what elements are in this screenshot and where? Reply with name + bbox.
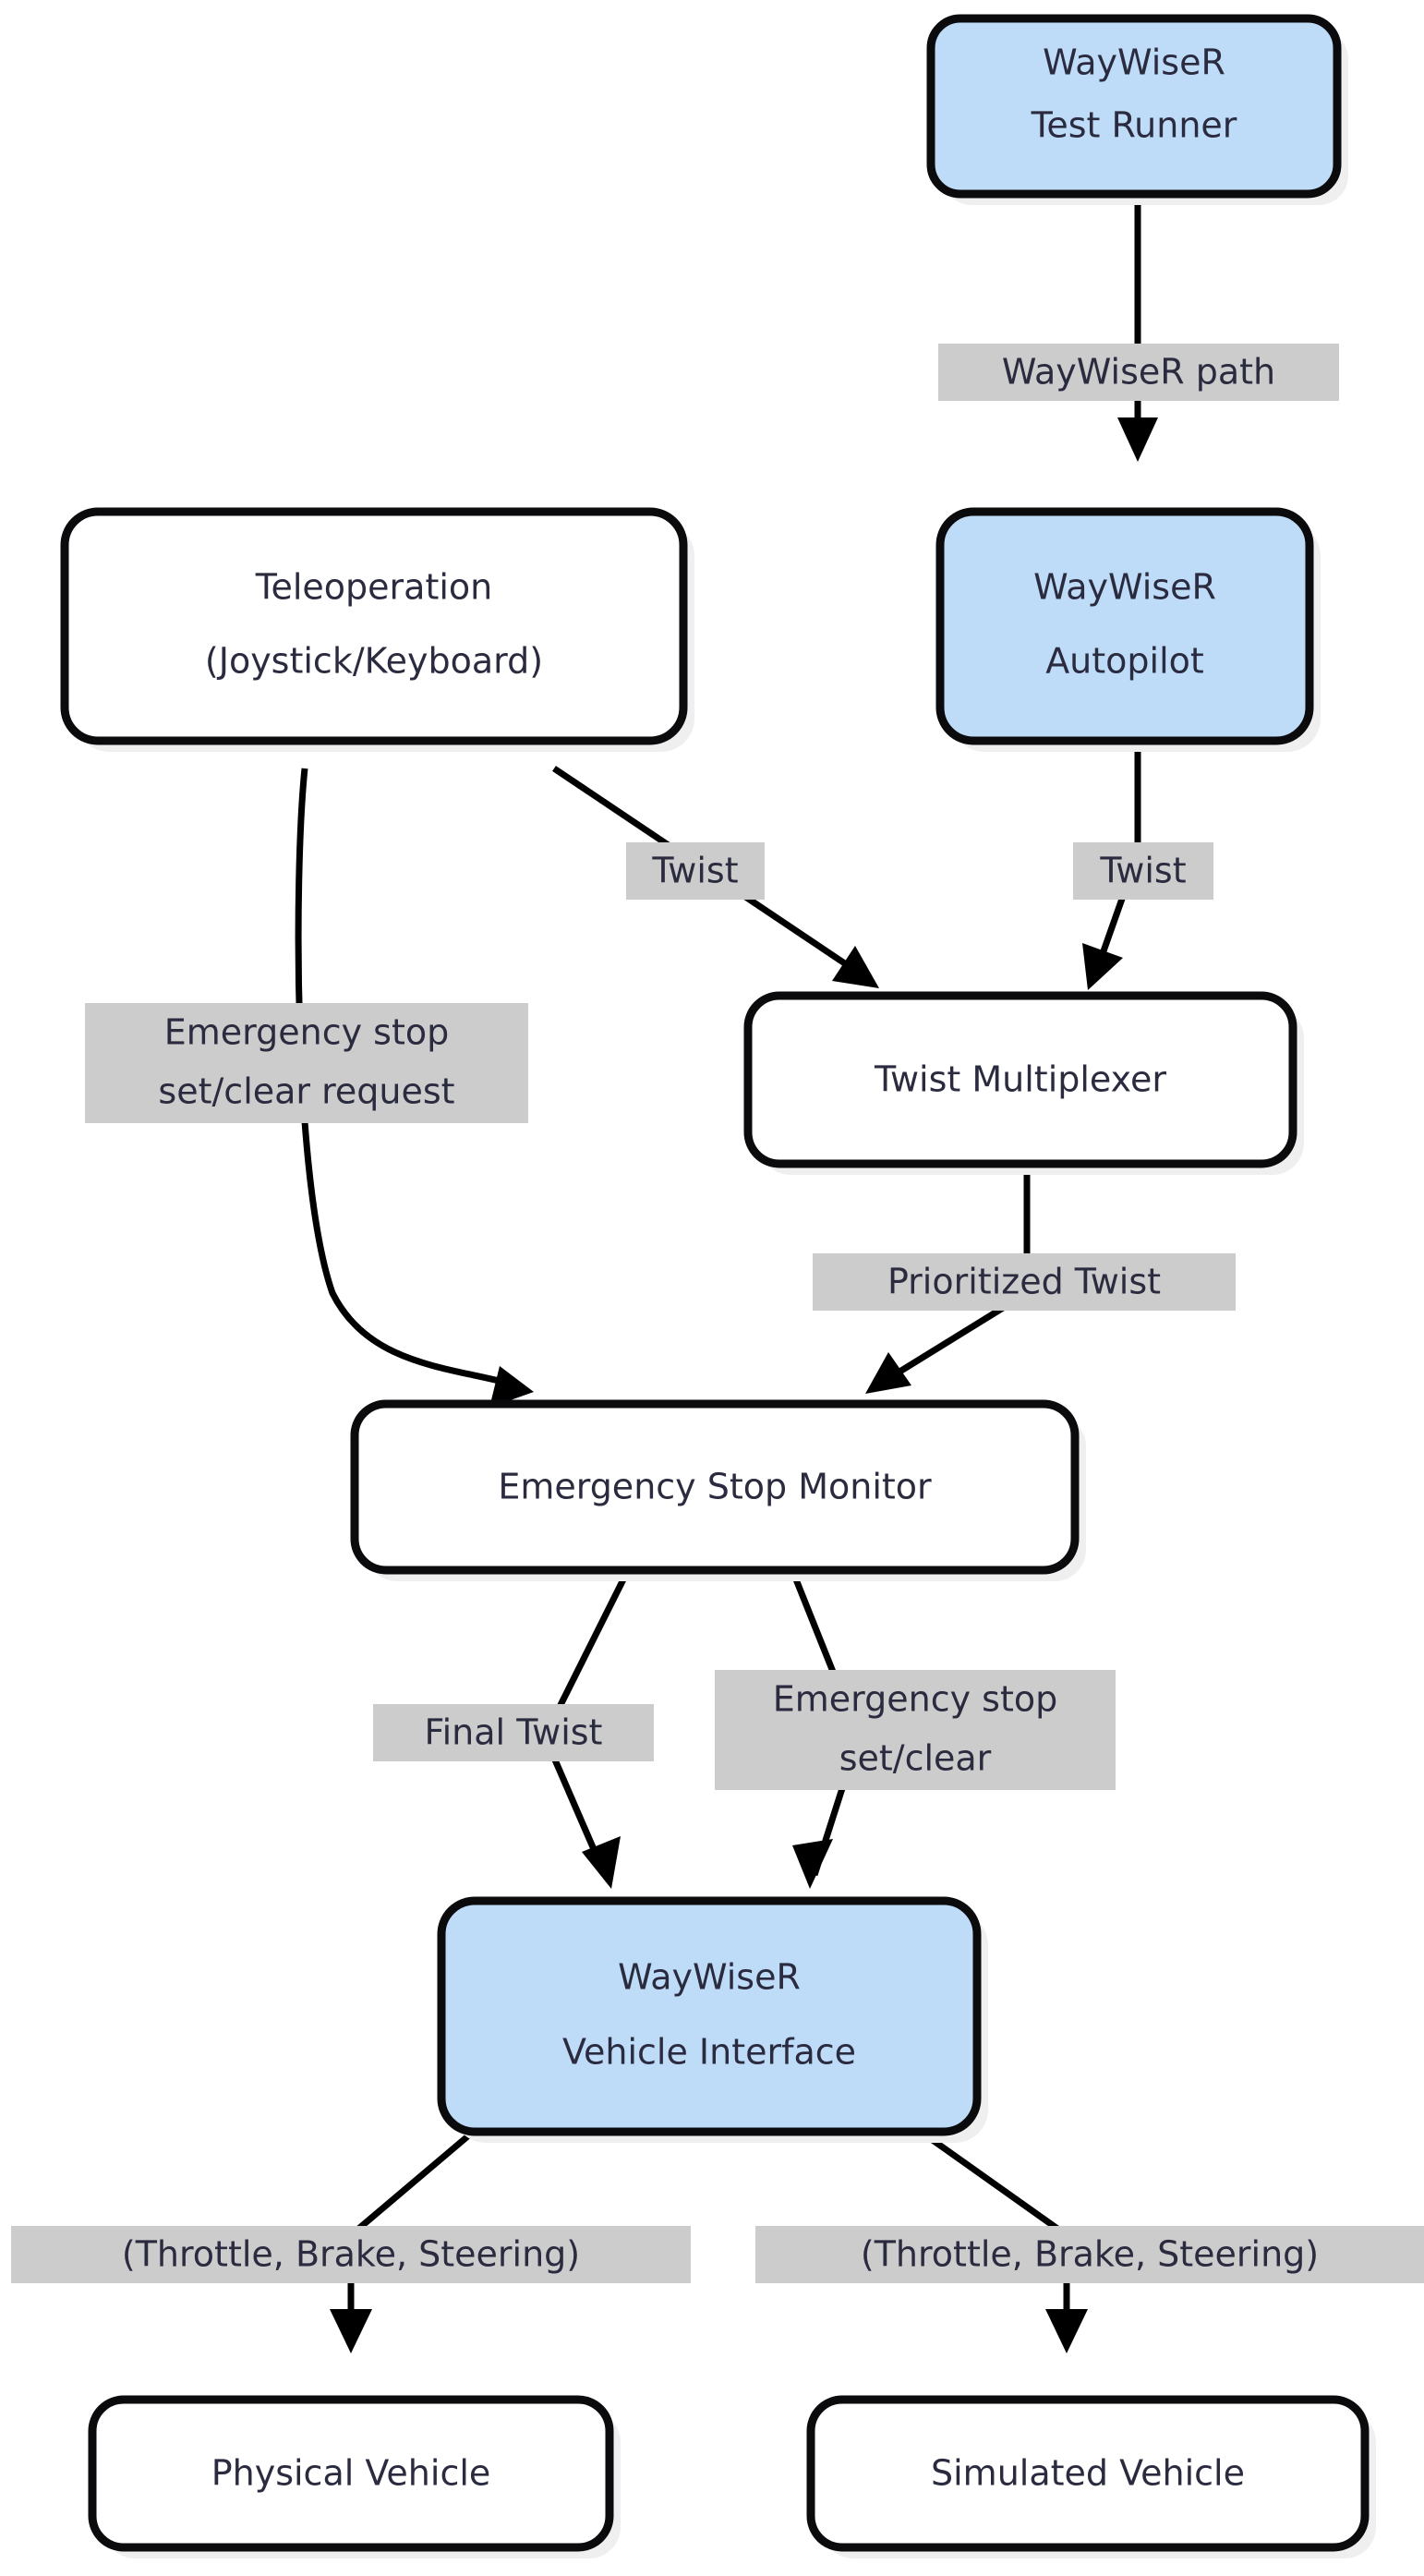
node-label-line2: Autopilot — [1045, 641, 1204, 682]
node-box[interactable] — [350, 1399, 1080, 1575]
node-autopilot[interactable]: WayWiseR Autopilot — [935, 507, 1321, 752]
edge-label-waywiser-path: WayWiseR path — [938, 344, 1339, 401]
node-label-line1: WayWiseR — [1043, 42, 1225, 83]
node-label-line1: Physical Vehicle — [211, 2453, 491, 2494]
node-label-line1: Simulated Vehicle — [931, 2453, 1245, 2494]
node-box[interactable] — [806, 2395, 1370, 2552]
arrowhead-icon — [865, 1352, 911, 1394]
node-label-line1: Twist Multiplexer — [874, 1059, 1166, 1100]
node-label-line1: WayWiseR — [618, 1957, 801, 1998]
arrowhead-icon — [1045, 2309, 1088, 2353]
edge-test-runner-to-autopilot — [1117, 199, 1158, 462]
node-box[interactable] — [926, 14, 1342, 199]
edge-label-estop-set-clear: Emergency stop set/clear — [715, 1670, 1116, 1790]
node-label-line1: Emergency Stop Monitor — [498, 1467, 932, 1507]
edge-label-background — [715, 1670, 1116, 1790]
arrowhead-icon — [832, 946, 879, 988]
edge-line — [295, 768, 518, 1389]
edge-label-text: Twist — [1099, 851, 1186, 891]
arrowhead-icon — [1082, 943, 1123, 990]
node-box[interactable] — [60, 507, 688, 745]
node-box[interactable] — [935, 507, 1314, 745]
arrowhead-icon — [1117, 417, 1158, 462]
arrowhead-icon — [489, 1366, 534, 1408]
node-emergency-stop-monitor[interactable]: Emergency Stop Monitor — [350, 1399, 1086, 1581]
arrowhead-icon — [582, 1836, 621, 1889]
node-label-line2: (Joystick/Keyboard) — [205, 641, 543, 682]
arrowhead-icon — [792, 1839, 833, 1889]
edge-label-background — [373, 1704, 654, 1761]
node-physical-vehicle[interactable]: Physical Vehicle — [88, 2395, 621, 2558]
edge-label-throttle-brake-steering-simulated: (Throttle, Brake, Steering) — [755, 2226, 1424, 2283]
node-label-line2: Test Runner — [1031, 105, 1237, 146]
edge-label-text: Prioritized Twist — [887, 1262, 1161, 1302]
edge-label-background — [813, 1253, 1236, 1311]
node-label-line1: Teleoperation — [255, 567, 493, 608]
arrowhead-icon — [330, 2309, 372, 2353]
edge-label-final-twist: Final Twist — [373, 1704, 654, 1761]
edge-label-text-line2: set/clear — [839, 1738, 992, 1779]
node-teleoperation[interactable]: Teleoperation (Joystick/Keyboard) — [60, 507, 694, 752]
edge-label-background — [755, 2226, 1424, 2283]
edge-label-throttle-brake-steering-physical: (Throttle, Brake, Steering) — [11, 2226, 691, 2283]
edge-label-twist-teleop: Twist — [626, 842, 765, 900]
node-twist-multiplexer[interactable]: Twist Multiplexer — [743, 991, 1304, 1175]
edge-label-twist-autopilot: Twist — [1073, 842, 1213, 900]
edge-label-text-line1: Emergency stop — [164, 1012, 449, 1053]
node-label-line1: WayWiseR — [1033, 567, 1216, 608]
edge-label-background — [626, 842, 765, 900]
edge-label-background — [938, 344, 1339, 401]
node-label-line2: Vehicle Interface — [562, 2032, 856, 2073]
edge-teleoperation-to-esm — [295, 768, 534, 1408]
edge-label-text-line2: set/clear request — [158, 1071, 454, 1112]
node-vehicle-interface[interactable]: WayWiseR Vehicle Interface — [437, 1896, 988, 2143]
edge-label-text: Twist — [651, 851, 738, 891]
node-simulated-vehicle[interactable]: Simulated Vehicle — [806, 2395, 1376, 2558]
node-box[interactable] — [743, 991, 1297, 1168]
edge-label-background — [85, 1003, 528, 1123]
edge-label-prioritized-twist: Prioritized Twist — [813, 1253, 1236, 1311]
edge-label-estop-set-clear-request: Emergency stop set/clear request — [85, 1003, 528, 1123]
node-test-runner[interactable]: WayWiseR Test Runner — [926, 14, 1348, 205]
edge-label-background — [11, 2226, 691, 2283]
node-box[interactable] — [88, 2395, 614, 2552]
edge-label-text: (Throttle, Brake, Steering) — [861, 2234, 1319, 2275]
edge-label-background — [1073, 842, 1213, 900]
node-box[interactable] — [437, 1896, 982, 2136]
edge-label-text: WayWiseR path — [1002, 352, 1275, 393]
edge-label-text: Final Twist — [425, 1712, 603, 1753]
edge-label-text: (Throttle, Brake, Steering) — [122, 2234, 580, 2275]
edge-label-text-line1: Emergency stop — [773, 1679, 1057, 1720]
